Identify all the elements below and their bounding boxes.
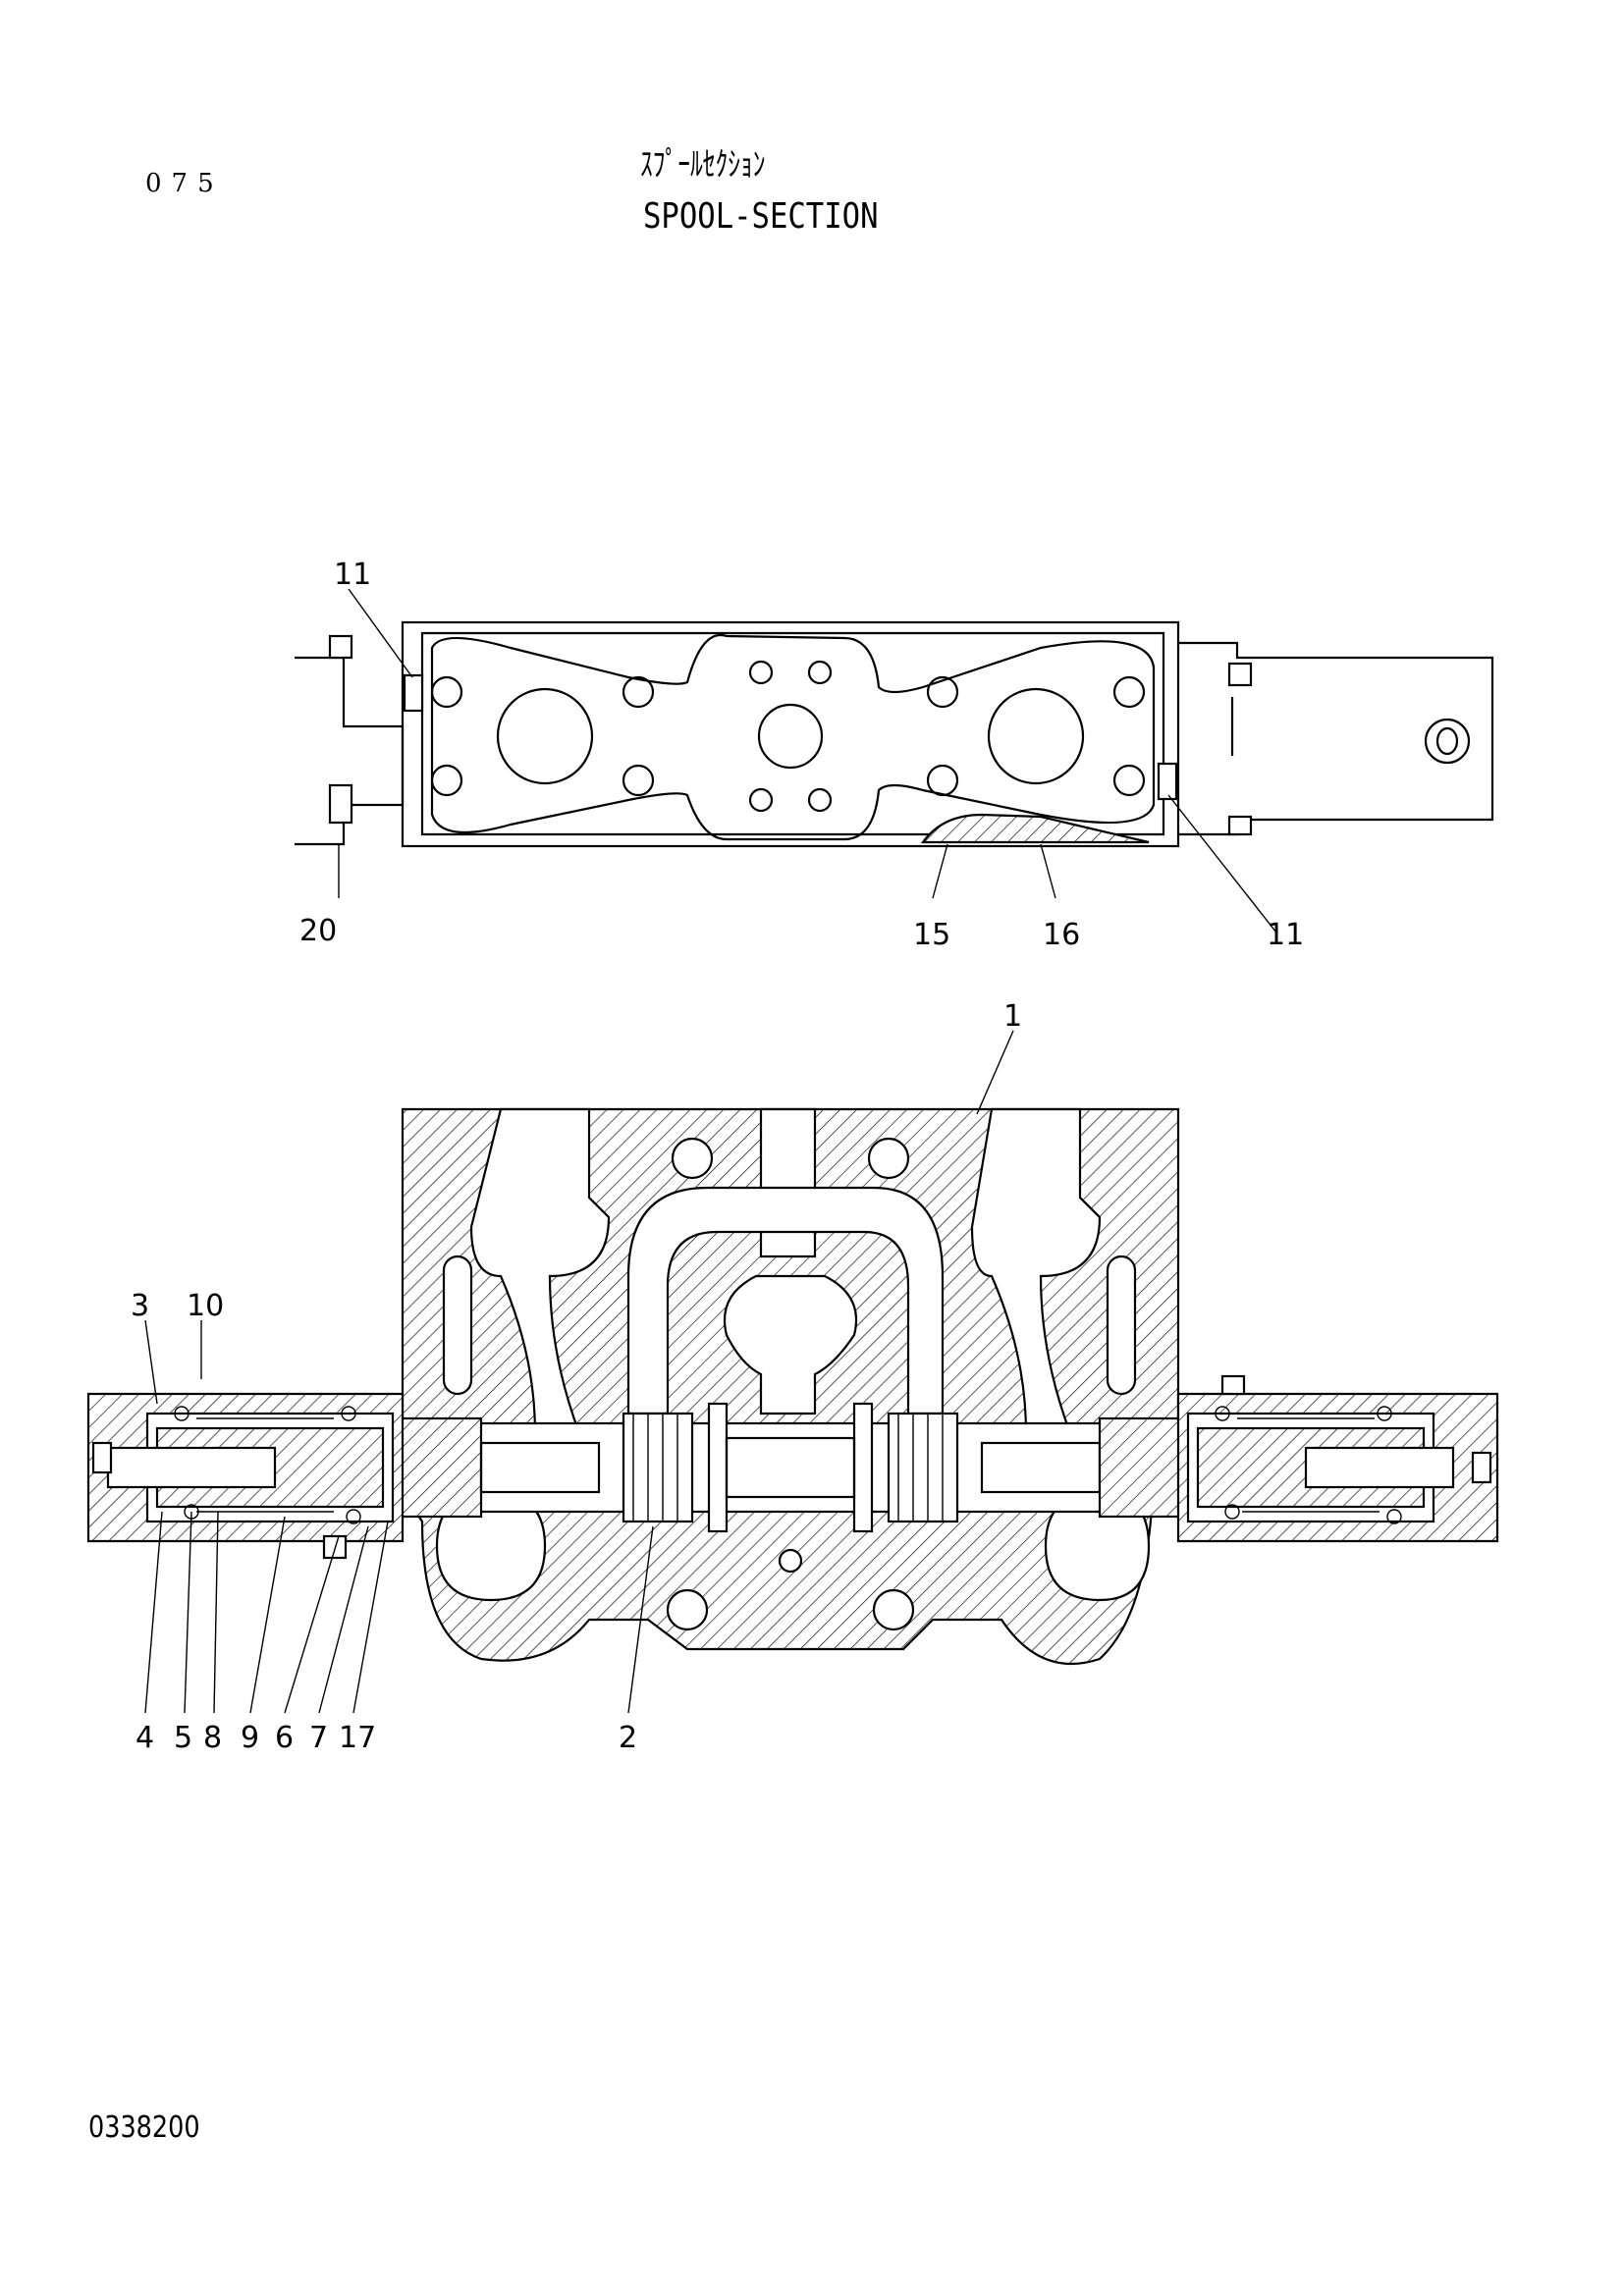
- seal-ring: [328, 634, 353, 660]
- port-hole: [987, 687, 1085, 785]
- callout-7: 7: [309, 1721, 328, 1755]
- callout-15: 15: [913, 918, 950, 952]
- port-hole: [757, 703, 824, 770]
- callout-16: 16: [1043, 918, 1080, 952]
- page-number: 075: [145, 169, 224, 198]
- seal-ring: [328, 783, 353, 825]
- drawing-number: 0338200: [88, 2110, 200, 2145]
- section-view-leaders: [144, 1030, 1014, 1714]
- callout-2: 2: [619, 1721, 637, 1755]
- callout-11-lower: 11: [1267, 918, 1304, 952]
- right-end-cap: [1176, 1374, 1499, 1543]
- port-hole: [496, 687, 594, 785]
- top-view-leaders: [338, 588, 1277, 934]
- callouts: 11 20 15 16 11 1 3 10 4 5 8 9 6 7 17 2: [131, 558, 1304, 1755]
- callout-17: 17: [339, 1721, 376, 1755]
- title-english: SPOOL-SECTION: [643, 196, 879, 237]
- section-view: [86, 1107, 1499, 1666]
- callout-20: 20: [299, 914, 337, 948]
- callout-1: 1: [1003, 999, 1022, 1034]
- callout-9: 9: [241, 1721, 259, 1755]
- callout-5: 5: [174, 1721, 192, 1755]
- callout-3: 3: [131, 1289, 149, 1323]
- callout-8: 8: [203, 1721, 222, 1755]
- spool-bore: [391, 1421, 1190, 1514]
- callout-4: 4: [135, 1721, 154, 1755]
- title-japanese: ｽﾌﾟｰﾙｾｸｼｮﾝ: [640, 145, 766, 185]
- left-end-cap: [86, 1392, 405, 1560]
- top-view: [295, 620, 1494, 848]
- callout-11-upper: 11: [334, 558, 371, 592]
- callout-6: 6: [275, 1721, 294, 1755]
- bolt-holes: [430, 660, 1146, 813]
- body-holes: [666, 1137, 915, 1631]
- callout-10: 10: [187, 1289, 224, 1323]
